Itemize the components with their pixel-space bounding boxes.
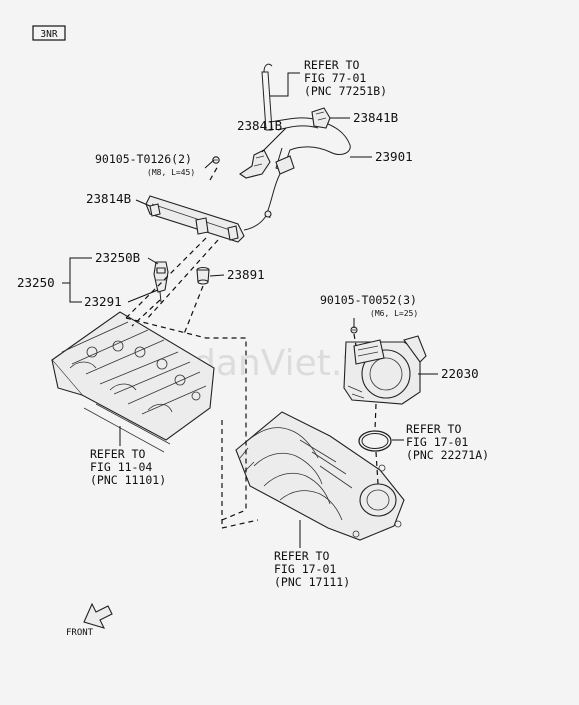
ref-77-line1[interactable]: REFER TO xyxy=(304,58,359,72)
gasket-ring[interactable] xyxy=(358,430,392,452)
engine-tag-text: 3NR xyxy=(40,29,57,40)
pn-23250[interactable]: 23250 xyxy=(17,275,55,290)
ref-17-bot-line3[interactable]: (PNC 17111) xyxy=(274,575,350,589)
bolt1-spec: (M8, L=45) xyxy=(147,168,195,177)
assembly-dashed-lines xyxy=(125,165,379,529)
pn-23841B-left[interactable]: 23841B xyxy=(237,118,282,133)
ref-11-line3[interactable]: (PNC 11101) xyxy=(90,473,166,487)
pn-23901[interactable]: 23901 xyxy=(375,149,413,164)
leader-lines xyxy=(62,72,438,548)
insulator-23891[interactable] xyxy=(196,266,210,285)
bolt2-part-number[interactable]: 90105-T0052(3) xyxy=(320,293,417,307)
bolt-90105-T0126[interactable] xyxy=(212,156,220,164)
pn-23250B[interactable]: 23250B xyxy=(95,250,140,265)
ref-17-top-line3[interactable]: (PNC 22271A) xyxy=(406,448,489,462)
pn-23891[interactable]: 23891 xyxy=(227,267,265,282)
ref-77-line3[interactable]: (PNC 77251B) xyxy=(304,84,387,98)
engine-tag: 3NR xyxy=(32,25,66,41)
ref-17-top-line2[interactable]: FIG 17-01 xyxy=(406,435,468,449)
injector-23250[interactable] xyxy=(153,261,169,303)
front-arrow: FRONT xyxy=(66,602,113,638)
ref-17-top-line1[interactable]: REFER TO xyxy=(406,422,461,436)
pn-23291[interactable]: 23291 xyxy=(84,294,122,309)
ref-11-line2[interactable]: FIG 11-04 xyxy=(90,460,152,474)
fuel-hose-23901[interactable] xyxy=(261,63,351,219)
intake-manifold[interactable] xyxy=(235,411,405,541)
ref-17-bot-line1[interactable]: REFER TO xyxy=(274,549,329,563)
bolt2-spec: (M6, L=25) xyxy=(370,309,418,318)
cylinder-head[interactable] xyxy=(51,311,215,453)
ref-77-line2[interactable]: FIG 77-01 xyxy=(304,71,366,85)
front-label: FRONT xyxy=(66,628,94,638)
labels: REFER TO FIG 77-01 (PNC 77251B) 23841B 2… xyxy=(17,58,489,589)
throttle-body-22030[interactable] xyxy=(343,335,427,405)
pn-23841B-right[interactable]: 23841B xyxy=(353,110,398,125)
ref-11-line1[interactable]: REFER TO xyxy=(90,447,145,461)
clip-23841B-right[interactable] xyxy=(311,107,331,129)
ref-17-bot-line2[interactable]: FIG 17-01 xyxy=(274,562,336,576)
pn-23814B[interactable]: 23814B xyxy=(86,191,131,206)
clip-23841B-left[interactable] xyxy=(239,149,271,179)
pn-22030[interactable]: 22030 xyxy=(441,366,479,381)
fuel-rail-23814B[interactable] xyxy=(145,195,272,243)
bolt1-part-number[interactable]: 90105-T0126(2) xyxy=(95,152,192,166)
